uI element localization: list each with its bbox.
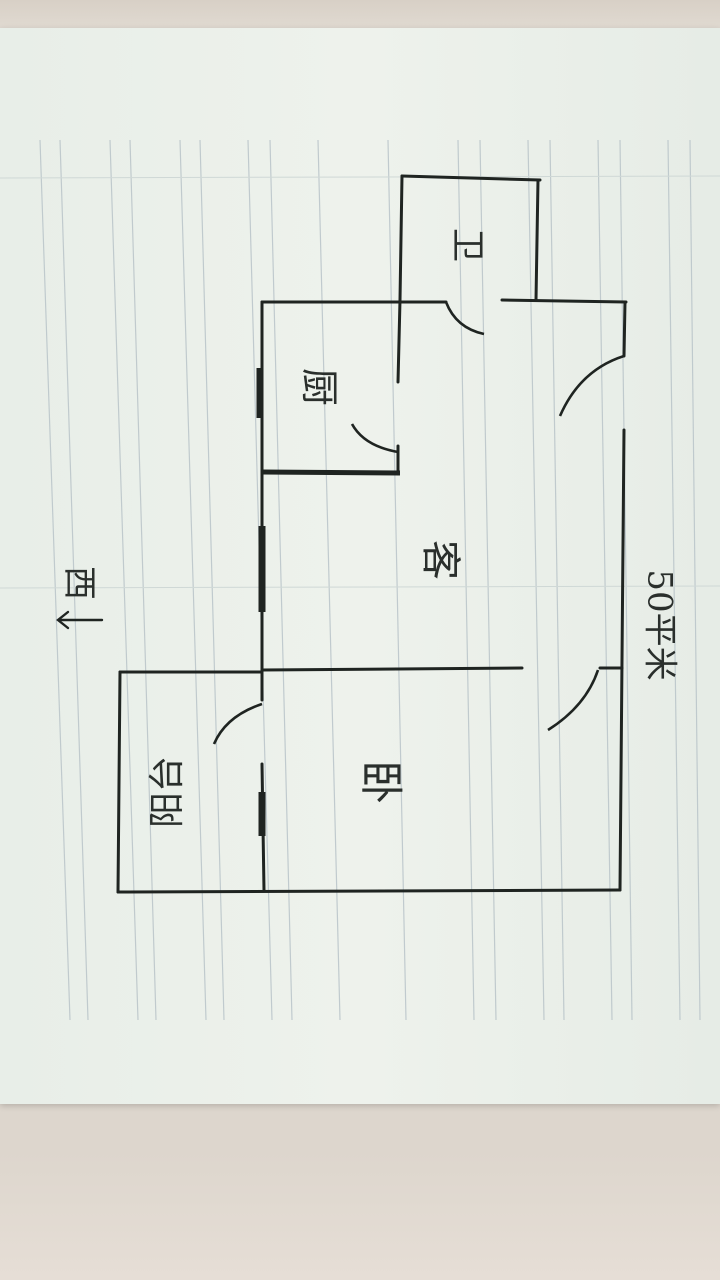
door-swings <box>212 301 625 745</box>
paper-sheet <box>0 28 720 1104</box>
ruled-lines <box>39 139 701 1021</box>
area-label: 50平米 <box>639 569 680 681</box>
bedroom-label: 卧 <box>355 760 406 804</box>
windows <box>256 368 266 836</box>
direction-label: 西 <box>59 566 99 600</box>
living-room-label: 客 <box>417 540 463 580</box>
kitchen-label: 厨 <box>297 367 342 407</box>
kitchen-thick-wall <box>261 469 401 476</box>
balcony-label: 阳台 <box>147 755 189 829</box>
west-arrow <box>56 610 104 630</box>
storage-room-label: 卫 <box>447 228 487 262</box>
